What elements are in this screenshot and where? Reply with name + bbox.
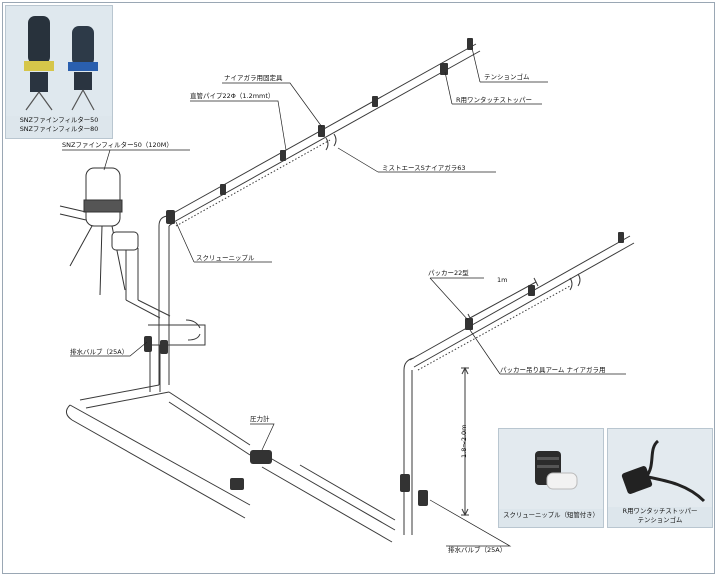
label-drain-valve-right: 排水バルブ（25A） <box>448 546 507 554</box>
label-mist-ace: ミストエースSナイアガラ63 <box>382 164 466 172</box>
label-spacing: 1m <box>497 276 508 284</box>
height-arrow-top <box>461 366 469 375</box>
fitting <box>528 285 535 296</box>
right-riser <box>403 370 413 535</box>
lower-right-pipe <box>261 454 396 543</box>
fitting <box>465 318 473 330</box>
filter-body <box>85 167 121 227</box>
leader-drain-left <box>70 341 148 357</box>
filter-outlet-pipe <box>125 248 171 319</box>
label-drain-valve-left: 排水バルブ（25A） <box>70 348 129 356</box>
upper-mist-pipe-dotted <box>175 139 331 227</box>
pressure-gauge-body <box>250 450 272 464</box>
leader-tension <box>471 47 548 83</box>
filter-photo: SNZファインフィルター50 SNZファインフィルター80 <box>5 5 113 139</box>
fitting <box>618 232 624 243</box>
label-straight-pipe: 直管パイプ22Φ（1.2mmt） <box>190 92 275 100</box>
fitting <box>372 96 378 107</box>
leader-packer <box>429 277 484 321</box>
break-mark-upper <box>325 133 337 151</box>
label-r-stopper: R用ワンタッチストッパー <box>456 96 533 104</box>
leader-stopper <box>444 71 542 105</box>
filter-outlet <box>111 231 139 251</box>
screw-nipple-caption: スクリューニップル（短管付き） <box>503 511 599 519</box>
stopper-caption-2: テンションゴム <box>637 516 683 524</box>
filter-photo-caption-1: SNZファインフィルター50 <box>19 116 99 124</box>
stopper-image <box>608 429 712 507</box>
fitting <box>467 38 473 50</box>
right-mist-pipe-dotted <box>417 285 571 371</box>
fitting <box>280 150 286 161</box>
left-riser <box>158 226 170 340</box>
right-riser-elbow <box>403 357 415 371</box>
stopper-photo: R用ワンタッチストッパー テンションゴム <box>607 428 713 528</box>
right-mist-pipe <box>409 235 635 368</box>
fitting <box>220 184 226 195</box>
lower-left-vertical <box>79 340 170 409</box>
left-drain-stub <box>149 345 161 392</box>
screw-nipple-image <box>499 429 603 509</box>
fittings <box>144 38 624 506</box>
filter-inlet <box>59 205 87 221</box>
lower-left-pipe <box>69 404 251 519</box>
valve-right-2 <box>418 490 428 506</box>
leader-mist-ace <box>337 147 496 173</box>
screw-nipple-photo: スクリューニップル（短管付き） <box>498 428 604 528</box>
break-mark-right <box>569 273 581 291</box>
label-niagara-fixture: ナイアガラ用固定具 <box>224 74 283 82</box>
leader-straight-pipe <box>190 100 287 151</box>
leader-pressure <box>250 423 275 451</box>
label-filter-main: SNZファインフィルター50（120M） <box>62 141 173 149</box>
label-pressure-gauge: 圧力計 <box>250 415 270 423</box>
valve-branch-ext <box>185 319 201 341</box>
label-packer: パッカー22型 <box>428 269 469 277</box>
label-height: 1.8～2.0m <box>460 424 468 458</box>
fitting <box>318 125 325 137</box>
leader-screw-nipple <box>175 221 272 263</box>
leader-lines <box>62 47 626 547</box>
leader-filter <box>62 149 190 171</box>
leader-packer-arm <box>469 329 626 375</box>
filter-illustration <box>59 167 139 296</box>
valve-center <box>230 478 244 490</box>
filter-photo-image <box>6 6 112 116</box>
valve-right <box>400 474 410 492</box>
filter-photo-caption-2: SNZファインフィルター80 <box>19 125 99 133</box>
lower-left-elbow <box>66 404 73 421</box>
leader-niagara-fixture <box>222 82 323 128</box>
valve-left-2 <box>160 340 168 354</box>
label-packer-arm: パッカー吊り具アーム ナイアガラ用 <box>500 366 606 374</box>
spacing-dimension <box>467 277 539 323</box>
height-arrow-bottom <box>461 508 469 517</box>
fitting <box>166 210 175 224</box>
filter-band <box>83 199 123 213</box>
fitting <box>440 63 448 75</box>
valve-branch <box>148 324 206 346</box>
center-pipe <box>168 391 251 456</box>
stopper-caption-1: R用ワンタッチストッパー <box>622 507 698 515</box>
lower-right-branch <box>299 464 396 521</box>
leader-drain-right <box>429 499 512 547</box>
label-tension-rubber: テンションゴム <box>484 73 530 81</box>
label-screw-nipple: スクリューニップル <box>196 254 255 262</box>
valve-left <box>144 336 152 352</box>
